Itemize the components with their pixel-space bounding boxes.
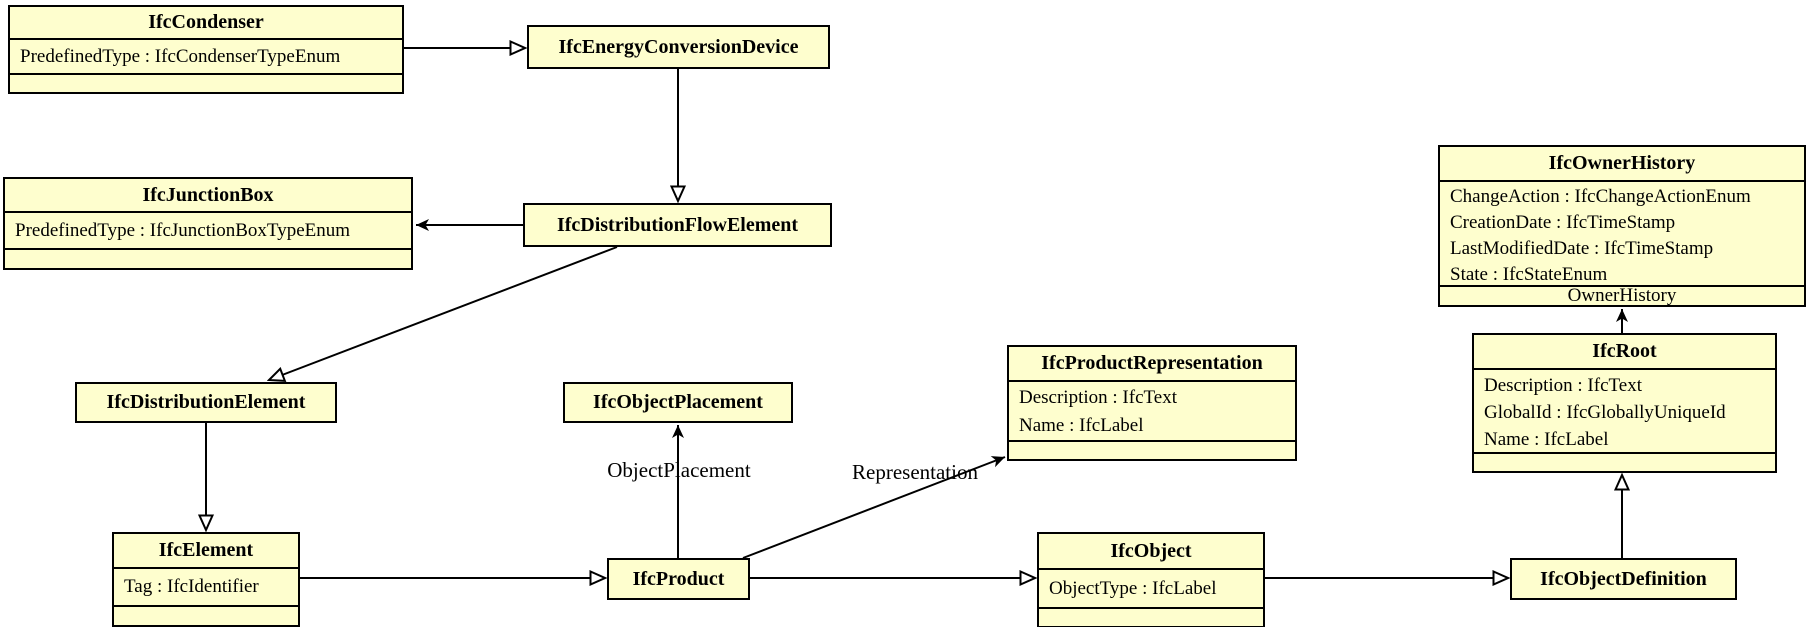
attribute-compartment: Description : IfcText GlobalId : IfcGlob… bbox=[1474, 368, 1775, 452]
attribute-compartment: ObjectType : IfcLabel bbox=[1039, 568, 1263, 607]
class-box-ifcproductrepresentation[interactable]: IfcProductRepresentation Description : I… bbox=[1007, 345, 1297, 461]
empty-compartment bbox=[5, 248, 411, 268]
attribute: PredefinedType : IfcJunctionBoxTypeEnum bbox=[15, 219, 351, 241]
class-title: IfcDistributionFlowElement bbox=[556, 213, 799, 236]
class-title: IfcRoot bbox=[1592, 340, 1657, 362]
empty-compartment bbox=[10, 73, 402, 92]
class-title: IfcObjectDefinition bbox=[1540, 567, 1707, 590]
attribute: CreationDate : IfcTimeStamp bbox=[1450, 212, 1676, 233]
empty-compartment bbox=[114, 605, 298, 623]
class-box-ifcroot[interactable]: IfcRoot Description : IfcText GlobalId :… bbox=[1472, 333, 1777, 473]
class-box-ifcobjectdefinition[interactable]: IfcObjectDefinition bbox=[1510, 558, 1737, 600]
edge-product-representation bbox=[742, 456, 1006, 559]
class-title: IfcProduct bbox=[632, 567, 725, 590]
attribute: Description : IfcText bbox=[1484, 375, 1643, 396]
class-box-ifcdistributionelement[interactable]: IfcDistributionElement bbox=[75, 382, 337, 423]
edge-label-objectplacement: ObjectPlacement bbox=[607, 458, 751, 482]
attribute: Name : IfcLabel bbox=[1484, 429, 1609, 450]
edge-distributionflowelement-to-distributionelement bbox=[269, 246, 618, 380]
class-box-ifcenergyconversiondevice[interactable]: IfcEnergyConversionDevice bbox=[527, 25, 830, 69]
attribute-compartment: Tag : IfcIdentifier bbox=[114, 567, 298, 605]
class-box-ifcdistributionflowelement[interactable]: IfcDistributionFlowElement bbox=[523, 203, 832, 247]
attribute: ChangeAction : IfcChangeActionEnum bbox=[1450, 186, 1751, 207]
attribute-compartment: PredefinedType : IfcCondenserTypeEnum bbox=[10, 38, 402, 73]
class-title: IfcDistributionElement bbox=[106, 391, 306, 413]
empty-compartment bbox=[1009, 440, 1295, 457]
attribute: PredefinedType : IfcCondenserTypeEnum bbox=[20, 45, 341, 67]
attribute-compartment: ChangeAction : IfcChangeActionEnum Creat… bbox=[1440, 180, 1804, 285]
attribute: ObjectType : IfcLabel bbox=[1049, 577, 1217, 599]
class-box-ifcobject[interactable]: IfcObject ObjectType : IfcLabel bbox=[1037, 532, 1265, 627]
attribute: State : IfcStateEnum bbox=[1450, 264, 1608, 285]
class-box-ifccondenser[interactable]: IfcCondenser PredefinedType : IfcCondens… bbox=[8, 5, 404, 94]
attribute: Description : IfcText bbox=[1019, 387, 1178, 408]
empty-compartment bbox=[1474, 452, 1775, 469]
class-box-ifcobjectplacement[interactable]: IfcObjectPlacement bbox=[563, 382, 793, 423]
class-title: IfcObjectPlacement bbox=[593, 391, 763, 413]
class-title: IfcCondenser bbox=[148, 11, 264, 33]
class-title: IfcProductRepresentation bbox=[1041, 352, 1263, 374]
class-box-ifcproduct[interactable]: IfcProduct bbox=[607, 558, 750, 600]
role-label-ownerhistory: OwnerHistory bbox=[1440, 285, 1804, 306]
attribute: GlobalId : IfcGloballyUniqueId bbox=[1484, 402, 1726, 423]
edge-label-representation: Representation bbox=[852, 460, 978, 484]
class-title: IfcOwnerHistory bbox=[1548, 152, 1696, 174]
empty-compartment bbox=[1039, 607, 1263, 624]
attribute-compartment: Description : IfcText Name : IfcLabel bbox=[1009, 380, 1295, 440]
class-box-ifcelement[interactable]: IfcElement Tag : IfcIdentifier bbox=[112, 532, 300, 627]
class-title: IfcElement bbox=[158, 539, 254, 561]
attribute: Tag : IfcIdentifier bbox=[124, 576, 259, 597]
class-box-ifcjunctionbox[interactable]: IfcJunctionBox PredefinedType : IfcJunct… bbox=[3, 177, 413, 270]
attribute: Name : IfcLabel bbox=[1019, 415, 1144, 436]
attribute-compartment: PredefinedType : IfcJunctionBoxTypeEnum bbox=[5, 211, 411, 248]
class-box-ifcownerhistory[interactable]: IfcOwnerHistory ChangeAction : IfcChange… bbox=[1438, 145, 1806, 307]
class-title: IfcEnergyConversionDevice bbox=[558, 35, 799, 58]
attribute: LastModifiedDate : IfcTimeStamp bbox=[1450, 238, 1714, 259]
class-title: IfcObject bbox=[1110, 539, 1192, 562]
class-title: IfcJunctionBox bbox=[142, 183, 274, 206]
